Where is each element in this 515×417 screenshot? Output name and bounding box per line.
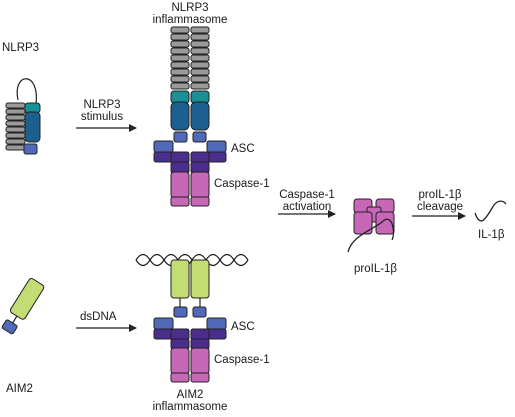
- caspase1-bottom-label: Caspase-1: [214, 354, 270, 366]
- asc-top: [153, 140, 227, 164]
- aim2-hin-domain: [9, 278, 45, 320]
- caspase1-top-label: Caspase-1: [214, 178, 270, 190]
- asc-bottom: [153, 317, 227, 341]
- dsdna-label: dsDNA: [80, 311, 117, 323]
- proil1b-cleavage-line1: proIL-1β: [418, 189, 462, 201]
- nlrp3-pyd: [23, 143, 38, 155]
- aim2-pyd: [1, 319, 18, 335]
- asc-bottom-label: ASC: [231, 321, 255, 333]
- nlrp3-inflammasome-blue-left: [170, 101, 190, 131]
- nlrp3-inflammasome-pyd-right: [192, 131, 207, 143]
- nlrp3-inflammasome-lrr-left: [170, 26, 190, 90]
- aim2-inflammasome-complex: [135, 253, 249, 383]
- aim2-inflammasome-hin-left: [170, 259, 190, 299]
- nlrp3-inflammasome-teal-left: [170, 90, 190, 104]
- nlrp3-inflammasome-title-line1: NLRP3: [171, 2, 209, 14]
- nlrp3-inflammasome-title-line2: inflammasome: [152, 14, 228, 26]
- proil1b-label: proIL-1β: [354, 263, 398, 275]
- proil1b-chain: [347, 218, 395, 253]
- nlrp3-stimulus-line1: NLRP3: [83, 99, 121, 111]
- nlrp3-label: NLRP3: [2, 42, 40, 54]
- nlrp3-lrr-stack: [5, 102, 26, 151]
- asc-top-label: ASC: [231, 143, 255, 155]
- nlrp3-inflammasome-lrr-right: [190, 26, 210, 90]
- proil1b-cleavage-line2: cleavage: [416, 201, 464, 213]
- caspase1-activation-line1: Caspase-1: [279, 189, 335, 201]
- nlrp3-inflammasome-teal-right: [190, 90, 210, 104]
- nlrp3-inflammasome-complex: [153, 26, 227, 207]
- caspase1-top: [170, 161, 210, 207]
- aim2-inflammasome-hin-right: [190, 259, 210, 299]
- aim2-inflammasome-title-line1: AIM2: [176, 389, 204, 401]
- aim2-monomer: [1, 278, 45, 335]
- nlrp3-monomer: [5, 78, 41, 155]
- aim2-inflammasome-title-line2: inflammasome: [152, 401, 228, 413]
- aim2-inflammasome-pyd-left: [173, 306, 188, 318]
- caspase1-bottom: [170, 338, 210, 383]
- aim2-inflammasome-pyd-right: [192, 306, 207, 318]
- il1b-chain: [474, 200, 507, 222]
- caspase1-proil1b-complex: [347, 198, 395, 253]
- aim2-label: AIM2: [6, 383, 33, 395]
- nlrp3-inflammasome-pyd-left: [173, 131, 188, 143]
- caspase1-activation-line2: activation: [282, 201, 332, 213]
- nlrp3-inflammasome-blue-right: [190, 101, 210, 131]
- nlrp3-nacht-blue: [24, 111, 41, 143]
- il1b-label: IL-1β: [478, 229, 505, 241]
- nlrp3-stimulus-line2: stimulus: [80, 111, 124, 123]
